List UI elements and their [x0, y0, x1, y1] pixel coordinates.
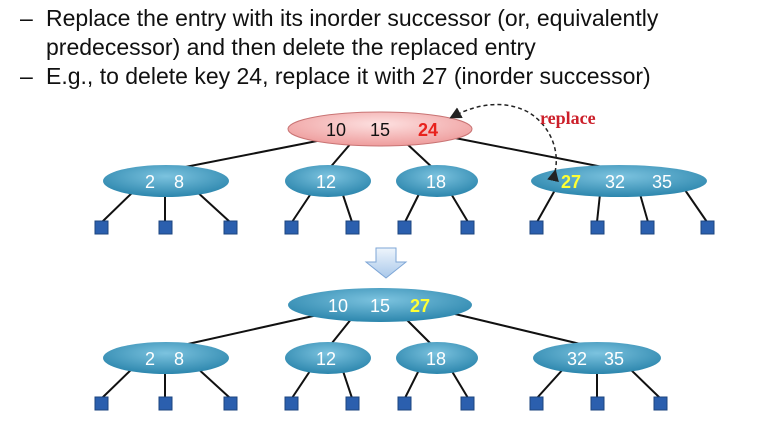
leaf-square	[640, 220, 655, 235]
leaf-square	[590, 220, 605, 235]
child-node: 2 8	[103, 342, 229, 374]
node-key: 32	[567, 349, 587, 369]
node-key: 12	[316, 172, 336, 192]
root-node: 10 15 27	[288, 288, 472, 322]
down-arrow-icon	[364, 247, 408, 279]
successor-key: 27	[561, 172, 581, 192]
leaf-square	[653, 396, 668, 411]
bullet-item: – E.g., to delete key 24, replace it wit…	[20, 62, 765, 91]
bullet-marker: –	[20, 5, 33, 31]
node-key: 32	[605, 172, 625, 192]
leaf-square	[223, 396, 238, 411]
child-node: 18	[396, 165, 478, 197]
bullet-list: – Replace the entry with its inorder suc…	[20, 4, 765, 91]
child-node: 27 32 35	[531, 165, 707, 197]
node-key: 2	[145, 349, 155, 369]
replace-label: replace	[540, 108, 596, 128]
child-node: 12	[285, 165, 371, 197]
child-node: 12	[285, 342, 371, 374]
leaf-square	[345, 220, 360, 235]
node-key: 12	[316, 349, 336, 369]
node-key: 2	[145, 172, 155, 192]
node-key: 35	[652, 172, 672, 192]
leaf-square	[460, 396, 475, 411]
leaf-square	[397, 396, 412, 411]
bullet-text: E.g., to delete key 24, replace it with …	[46, 63, 651, 89]
bullet-marker: –	[20, 63, 33, 89]
leaf-square	[529, 220, 544, 235]
node-key: 15	[370, 120, 390, 140]
leaf-square	[590, 396, 605, 411]
replace-arrow: replace	[449, 103, 596, 183]
leaf-square	[223, 220, 238, 235]
leaf-square	[158, 396, 173, 411]
child-node: 2 8	[103, 165, 229, 197]
node-key: 18	[426, 172, 446, 192]
leaf-square	[158, 220, 173, 235]
child-node: 32 35	[533, 342, 661, 374]
after-tree: 10 15 27 2 8 12 18 32 35	[94, 288, 668, 411]
leaf-square	[700, 220, 715, 235]
child-node: 18	[396, 342, 478, 374]
leaf-square	[460, 220, 475, 235]
node-key: 10	[326, 120, 346, 140]
root-node: 10 15 24	[287, 111, 473, 147]
node-key: 8	[174, 172, 184, 192]
node-key: 35	[604, 349, 624, 369]
tree-edges	[101, 313, 661, 399]
node-key: 10	[328, 296, 348, 316]
leaf-square	[284, 396, 299, 411]
leaf-square	[284, 220, 299, 235]
deleted-key: 24	[418, 120, 438, 140]
successor-key: 27	[410, 296, 430, 316]
leaf-square	[94, 220, 109, 235]
bullet-item: – Replace the entry with its inorder suc…	[20, 4, 765, 62]
tree-edges	[101, 137, 708, 223]
node-key: 8	[174, 349, 184, 369]
node-key: 15	[370, 296, 390, 316]
leaf-row	[94, 396, 668, 411]
leaf-square	[397, 220, 412, 235]
leaf-row	[94, 220, 715, 235]
bullet-text: Replace the entry with its inorder succe…	[46, 5, 659, 60]
leaf-square	[345, 396, 360, 411]
before-tree: 10 15 24 2 8 12 18 27 32 35	[94, 103, 715, 235]
leaf-square	[94, 396, 109, 411]
leaf-square	[529, 396, 544, 411]
node-key: 18	[426, 349, 446, 369]
